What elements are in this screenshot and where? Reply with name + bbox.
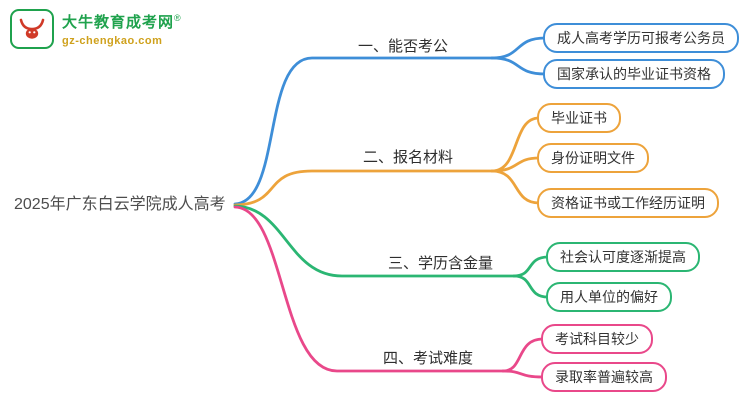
leaf-node: 用人单位的偏好 (546, 282, 672, 312)
leaf-node: 资格证书或工作经历证明 (537, 188, 719, 218)
branch-label-1: 一、能否考公 (358, 38, 449, 55)
trademark-symbol: ® (174, 13, 182, 23)
branch-label-3: 三、学历含金量 (388, 255, 494, 272)
leaf-node: 考试科目较少 (541, 324, 653, 354)
branch-4-curve (233, 205, 505, 373)
leaf-node: 成人高考学历可报考公务员 (543, 23, 739, 53)
branch-label-4: 四、考试难度 (383, 350, 474, 367)
branch-4-child-2-curve (501, 369, 545, 379)
leaf-node: 社会认可度逐渐提高 (546, 242, 700, 272)
site-domain: gz-chengkao.com (62, 35, 163, 47)
bull-icon (19, 18, 45, 39)
branch-3-child-1-curve (512, 255, 550, 278)
site-name: 大牛教育成考网® (62, 13, 182, 31)
root-node: 2025年广东白云学院成人高考 (14, 196, 226, 213)
branch-1-child-2-curve (490, 56, 547, 76)
branch-3-child-2-curve (512, 274, 550, 299)
leaf-node: 毕业证书 (537, 103, 621, 133)
logo-text: 大牛教育成考网® gz-chengkao.com (62, 9, 182, 47)
leaf-node: 国家承认的毕业证书资格 (543, 59, 725, 89)
site-logo: 大牛教育成考网® gz-chengkao.com (10, 9, 182, 49)
branch-2-curve (233, 169, 494, 207)
leaf-node: 身份证明文件 (537, 143, 649, 173)
branch-1-curve (233, 56, 494, 206)
branch-2-child-2-curve (490, 156, 541, 173)
branch-4-child-1-curve (501, 337, 545, 373)
branch-1-child-1-curve (490, 36, 547, 60)
leaf-node: 录取率普遍较高 (541, 362, 667, 392)
bull-logo-icon (10, 9, 54, 49)
branch-2-child-1-curve (490, 116, 541, 173)
branch-label-2: 二、报名材料 (363, 149, 454, 166)
branch-2-child-3-curve (490, 169, 541, 205)
